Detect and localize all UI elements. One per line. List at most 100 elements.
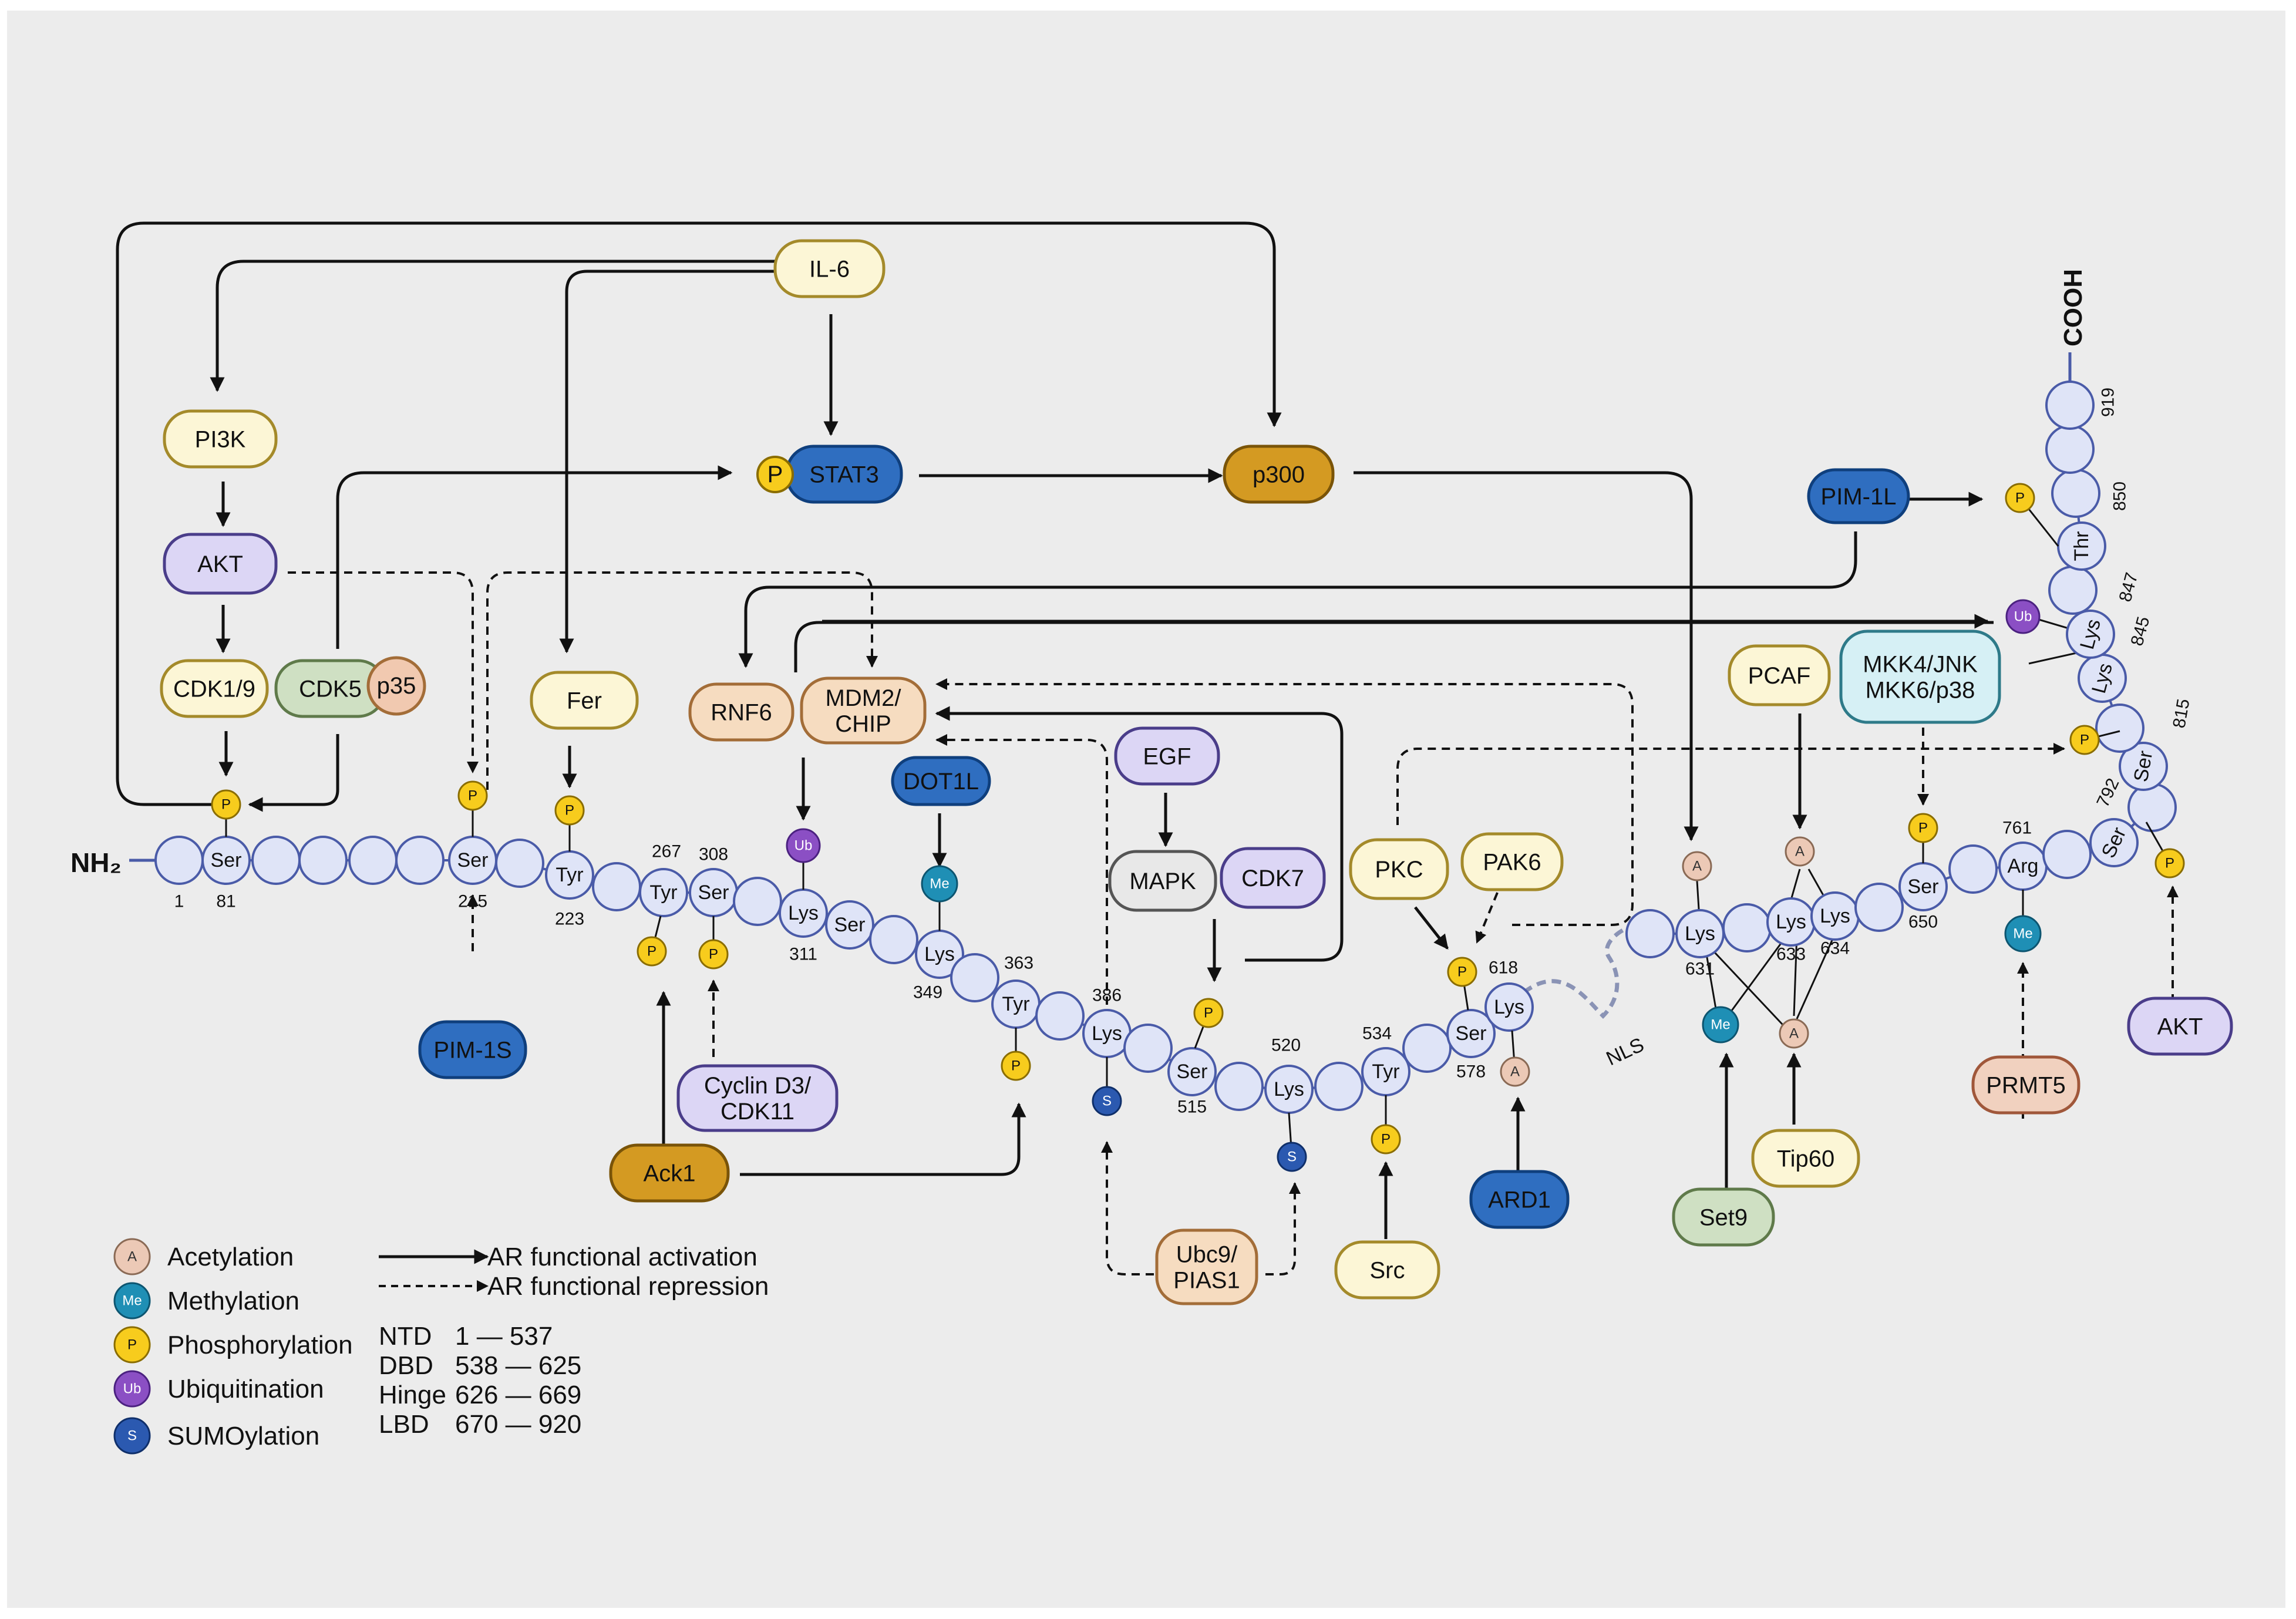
residue-label: Ser: [698, 881, 729, 904]
residue-label: Lys: [924, 943, 955, 965]
residue: [395, 836, 445, 885]
residue-ser815: Ser: [2119, 742, 2168, 791]
residue: [1625, 909, 1675, 958]
residue-tyr534: Tyr: [1361, 1047, 1410, 1096]
protein-label: Src: [1370, 1258, 1405, 1284]
protein-ubc9: Ubc9/PIAS1: [1155, 1228, 1258, 1305]
badge-label: Ub: [2014, 609, 2032, 625]
protein-label: Set9: [1699, 1205, 1748, 1231]
protein-label: DOT1L: [903, 769, 979, 795]
badge-label: S: [1287, 1149, 1297, 1165]
protein-pak6: PAK6: [1460, 832, 1564, 891]
residue: [1035, 991, 1085, 1041]
domain-range: 1 — 537: [455, 1322, 553, 1351]
protein-pcaf: PCAF: [1728, 644, 1831, 706]
phospho-badge: P: [637, 936, 667, 967]
protein-pim1l: PIM-1L: [1807, 468, 1910, 524]
c-terminus: COOH: [2059, 269, 2088, 346]
residue: [298, 836, 348, 885]
badge-label: Me: [930, 876, 949, 892]
methyl-badge: Me: [921, 865, 958, 903]
residue-ser650: Ser: [1898, 862, 1948, 911]
residue: [495, 839, 544, 888]
phospho-badge: P: [1193, 998, 1224, 1028]
residue-number: 1: [174, 892, 184, 911]
residue: [1123, 1024, 1173, 1073]
badge-label: A: [1795, 844, 1805, 860]
residue-label: Lys: [1685, 923, 1715, 945]
residue-number: 578: [1456, 1062, 1486, 1082]
residue-lys386: Lys: [1082, 1009, 1132, 1058]
residue-label: Ser: [211, 849, 242, 871]
residue: [1314, 1062, 1364, 1111]
residue-number: 386: [1092, 986, 1122, 1005]
residue: [950, 953, 999, 1002]
ubiquitin-badge: Ub: [2005, 599, 2041, 634]
residue-number: 81: [216, 892, 235, 911]
protein-src: Src: [1334, 1240, 1440, 1300]
phospho-badge: P: [1908, 813, 1938, 843]
residue-label: Ser: [1456, 1022, 1487, 1045]
protein-fer: Fer: [530, 671, 639, 730]
residue-number: 634: [1820, 939, 1850, 958]
badge-label: P: [2165, 856, 2174, 871]
residue-label: Arg: [2008, 855, 2039, 877]
residue-number: 633: [1776, 945, 1806, 964]
residue-lys311: Lys: [779, 888, 828, 938]
residue: [1214, 1062, 1264, 1111]
residue: [2045, 425, 2095, 474]
protein-tip60: Tip60: [1751, 1129, 1860, 1188]
protein-label: AKT: [2157, 1014, 2203, 1040]
domain-name: Hinge: [379, 1381, 446, 1409]
protein-stat3: STAT3: [785, 445, 903, 504]
residue-number: 850: [2110, 482, 2130, 511]
residue-label: Lys: [1494, 996, 1524, 1018]
residue-ser578: Ser: [1446, 1009, 1496, 1058]
protein-cyclin: Cyclin D3/CDK11: [676, 1064, 839, 1132]
protein-label: EGF: [1143, 744, 1191, 770]
phospho-badge: P: [2005, 483, 2035, 513]
protein-label: AKT: [197, 551, 243, 577]
protein-set9: Set9: [1672, 1187, 1775, 1247]
residue-ser215: Ser: [448, 836, 497, 885]
residue: [251, 836, 301, 885]
residue-label: Ser: [1177, 1061, 1208, 1083]
residue-number: 919: [2099, 388, 2118, 417]
residue-number: 215: [458, 892, 487, 911]
phospho-badge: P: [2154, 848, 2185, 878]
residue-lys631: Lys: [1675, 909, 1725, 958]
badge-label: P: [767, 462, 783, 487]
protein-prmt5: PRMT5: [1971, 1055, 2080, 1115]
residue-ser-unl: Ser: [825, 900, 874, 950]
domain-name: LBD: [379, 1410, 429, 1439]
protein-label: ARD1: [1488, 1187, 1551, 1213]
protein-label: PIM-1L: [1821, 484, 1897, 510]
residue-ser308: Ser: [689, 868, 738, 917]
stat3-phospho-badge: P: [756, 456, 794, 493]
residue-number: 761: [2002, 819, 2032, 838]
residue-label: Ser: [457, 849, 489, 871]
protein-label: Ack1: [644, 1161, 696, 1187]
residue-ser792: Ser: [2089, 818, 2139, 867]
badge-label: A: [1510, 1064, 1520, 1080]
protein-dot1l: DOT1L: [891, 756, 991, 806]
badge-label: A: [1789, 1026, 1799, 1042]
residue-ser515: Ser: [1167, 1047, 1217, 1096]
badge-label: P: [127, 1337, 137, 1353]
n-terminus: NH₂: [70, 847, 122, 878]
background-panel: [7, 11, 2285, 1608]
protein-cdk5: CDK5: [274, 659, 386, 718]
legend-label: Ubiquitination: [167, 1375, 324, 1403]
residue: [592, 862, 641, 911]
domain-range: 538 — 625: [455, 1351, 581, 1380]
phospho-badge: P: [554, 795, 585, 826]
protein-mapk: MAPK: [1108, 850, 1217, 912]
legend-label: Methylation: [167, 1287, 299, 1315]
residue: [2042, 830, 2092, 879]
legend-label: Acetylation: [167, 1243, 294, 1271]
